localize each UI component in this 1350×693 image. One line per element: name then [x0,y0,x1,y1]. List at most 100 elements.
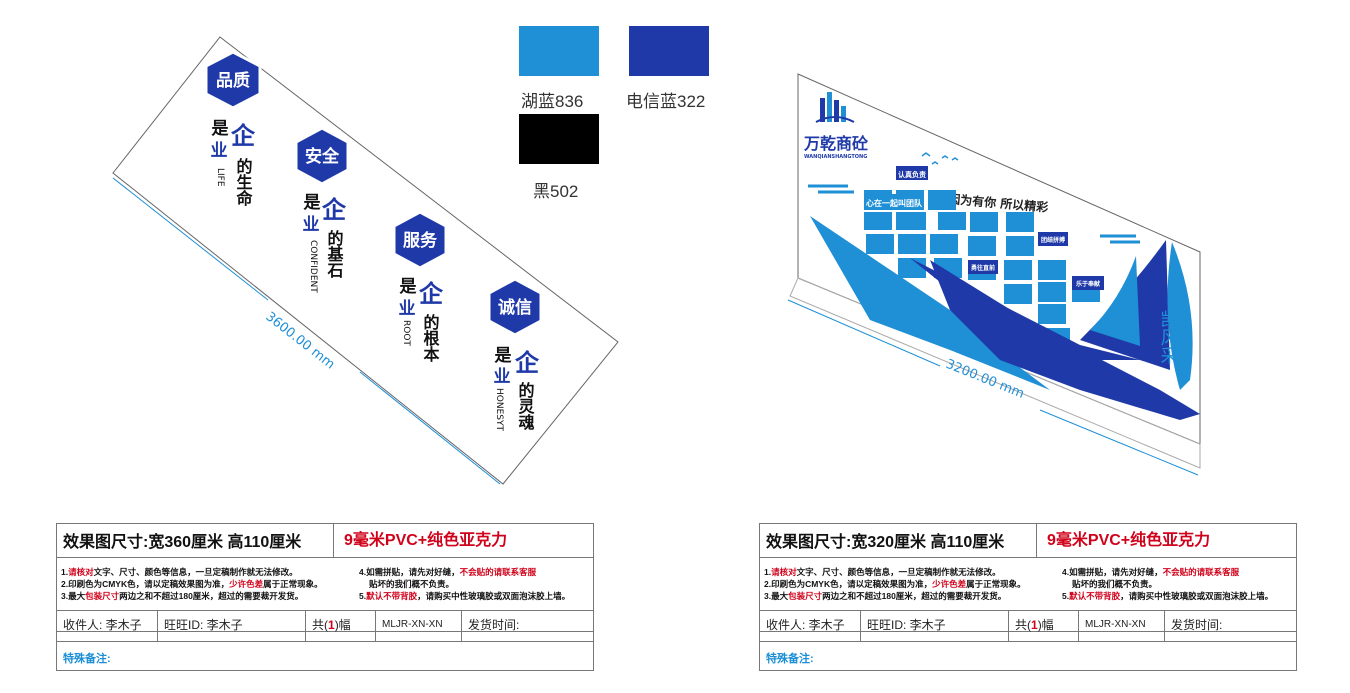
badge-label: 服务 [403,230,438,251]
count-field: 共(1)幅 [305,611,375,641]
qi-char: 企 [515,349,540,377]
swatch-black [519,114,599,164]
cloud-decoration [1100,234,1140,244]
note-line-1: 1.请核对文字、尺寸、颜色等信息，一旦定稿制作就无法修改。 [764,567,1001,577]
english-label: ROOT [401,320,411,346]
card-shipping-row: 收件人: 李木子 旺旺ID: 李木子 共(1)幅 MLJR-XN-XN 发货时间… [760,610,1296,642]
right-dim-line-b [1039,409,1199,476]
swatch-telecom-blue [629,26,709,76]
tail-text: 的根本 [421,313,440,363]
ye-char: 业 [494,367,511,387]
tag-box [968,260,998,274]
english-label: HONESYT [494,388,504,431]
tag-label: 乐于奉献 [1076,280,1100,288]
tag-label: 心在一起叫团队 [866,198,923,208]
hull-dark-shape [930,260,1200,420]
note-line-1: 1.请核对文字、尺寸、颜色等信息，一旦定稿制作就无法修改。 [61,567,298,577]
logo-bar [827,92,832,122]
note-line-3: 3.最大包装尺寸两边之和不超过180厘米，超过的需要裁开发货。 [764,591,1007,601]
code-field: MLJR-XN-XN [1078,611,1164,641]
logo-chinese: 万乾商砼 [803,134,868,153]
qi-char: 企 [231,122,256,150]
shi-char: 是 [212,119,229,139]
note-line-2: 2.印刷色为CMYK色，请以定稿效果图为准，少许色差属于正常现象。 [764,579,1026,589]
special-notes-label: 特殊备注: [63,653,111,665]
tail-text: 的灵魂 [516,381,535,431]
badge-label: 品质 [216,71,250,91]
swatch-label-lake-blue: 湖蓝836 [521,92,584,111]
hexagon-badge [204,50,262,110]
order-info-card-left: 效果图尺寸:宽360厘米 高110厘米 9毫米PVC+纯色亚克力 1.请核对文字… [56,523,594,671]
sail-light [1167,242,1193,390]
wangwang-field: 旺旺ID: 李木子 [860,611,1008,641]
left-panel-preview: 3600.00 mm 品质 是 企 业 的生命 LIFE 安全 是 企 业 的基… [112,36,619,485]
ye-char: 业 [399,299,416,319]
card-header-row: 效果图尺寸:宽360厘米 高110厘米 9毫米PVC+纯色亚克力 [57,524,593,558]
shi-char: 是 [495,346,512,366]
tag-box [896,166,928,180]
note-line-2: 2.印刷色为CMYK色，请以定稿效果图为准，少许色差属于正常现象。 [61,579,323,589]
card-size-title: 效果图尺寸:宽320厘米 高110厘米 [766,534,1005,551]
note-line-4b: 贴坏的我们概不负责。 [1072,579,1158,589]
value-item-integrity: 诚信 是 企 业 的灵魂 HONESYT [487,277,543,431]
logo-bar [820,98,825,122]
hexagon-badge [294,126,350,186]
card-notes-right: 4.如需拼贴，请先对好缝，不会贴的请联系客服 贴坏的我们概不负责。 5.默认不带… [359,566,570,602]
ye-char: 业 [211,141,228,161]
wangwang-field: 旺旺ID: 李木子 [157,611,305,641]
code-field: MLJR-XN-XN [375,611,461,641]
card-notes-left: 1.请核对文字、尺寸、颜色等信息，一旦定稿制作就无法修改。 2.印刷色为CMYK… [764,566,1026,602]
ship-time-field: 发货时间: [461,611,593,641]
card-notes-right: 4.如需拼贴，请先对好缝，不会贴的请联系客服 贴坏的我们概不负责。 5.默认不带… [1062,566,1273,602]
count-field: 共(1)幅 [1008,611,1078,641]
logo-english: WANQIANSHANGTONG [804,154,867,160]
birds-decoration [921,152,959,165]
logo-bar [841,106,846,122]
card-notes-left: 1.请核对文字、尺寸、颜色等信息，一旦定稿制作就无法修改。 2.印刷色为CMYK… [61,566,323,602]
badge-label: 安全 [305,146,340,167]
note-line-5: 5.默认不带背胶，请购买中性玻璃胶或双面泡沫胶上墙。 [359,591,571,601]
right-board-base [789,277,1201,469]
tail-text: 的生命 [234,157,254,207]
card-size-title: 效果图尺寸:宽360厘米 高110厘米 [63,534,302,551]
ye-char: 业 [303,215,320,235]
order-info-card-right: 效果图尺寸:宽320厘米 高110厘米 9毫米PVC+纯色亚克力 1.请核对文字… [759,523,1297,671]
english-label: LIFE [215,168,225,187]
photo-frames [864,190,1100,346]
note-line-4: 4.如需拼贴，请先对好缝，不会贴的请联系客服 [359,567,537,577]
tag-label: 团结拼搏 [1041,236,1065,244]
english-label: CONFIDENT [308,240,318,293]
card-material: 9毫米PVC+纯色亚克力 [1036,524,1210,557]
tag-box [1072,276,1104,290]
value-item-quality: 品质 是 企 业 的生命 LIFE [204,50,262,207]
badge-label: 诚信 [498,297,532,318]
card-material: 9毫米PVC+纯色亚克力 [333,524,507,557]
sail-small [1090,256,1140,346]
logo-arc [815,116,855,123]
right-dim-line-a [787,299,941,367]
note-line-4: 4.如需拼贴，请先对好缝，不会贴的请联系客服 [1062,567,1240,577]
left-dim-line-a [112,177,269,301]
tag-label: 勇往直前 [971,264,995,272]
card-shipping-row: 收件人: 李木子 旺旺ID: 李木子 共(1)幅 MLJR-XN-XN 发货时间… [57,610,593,642]
card-header-row: 效果图尺寸:宽320厘米 高110厘米 9毫米PVC+纯色亚克力 [760,524,1296,558]
tag-box [1038,232,1068,246]
ship-time-field: 发货时间: [1164,611,1296,641]
value-item-safety: 安全 是 企 业 的基石 CONFIDENT [294,126,350,293]
note-line-5: 5.默认不带背胶，请购买中性玻璃胶或双面泡沫胶上墙。 [1062,591,1274,601]
left-board-outline [112,36,619,485]
note-line-4b: 贴坏的我们概不负责。 [369,579,455,589]
hexagon-badge [487,277,543,337]
swatch-label-telecom-blue: 电信蓝322 [626,92,706,111]
swatch-lake-blue [519,26,599,76]
company-logo [815,92,855,123]
note-line-3: 3.最大包装尺寸两边之和不超过180厘米，超过的需要裁开发货。 [61,591,304,601]
vertical-calligraphy: 凯风采 [1158,310,1179,364]
tag-box [864,194,924,210]
tag-label: 认真负责 [898,170,926,179]
cloud-decoration [808,184,854,194]
hexagon-badge [392,210,448,270]
left-dim-line-b [359,371,501,485]
shi-char: 是 [400,277,417,297]
qi-char: 企 [322,196,347,224]
